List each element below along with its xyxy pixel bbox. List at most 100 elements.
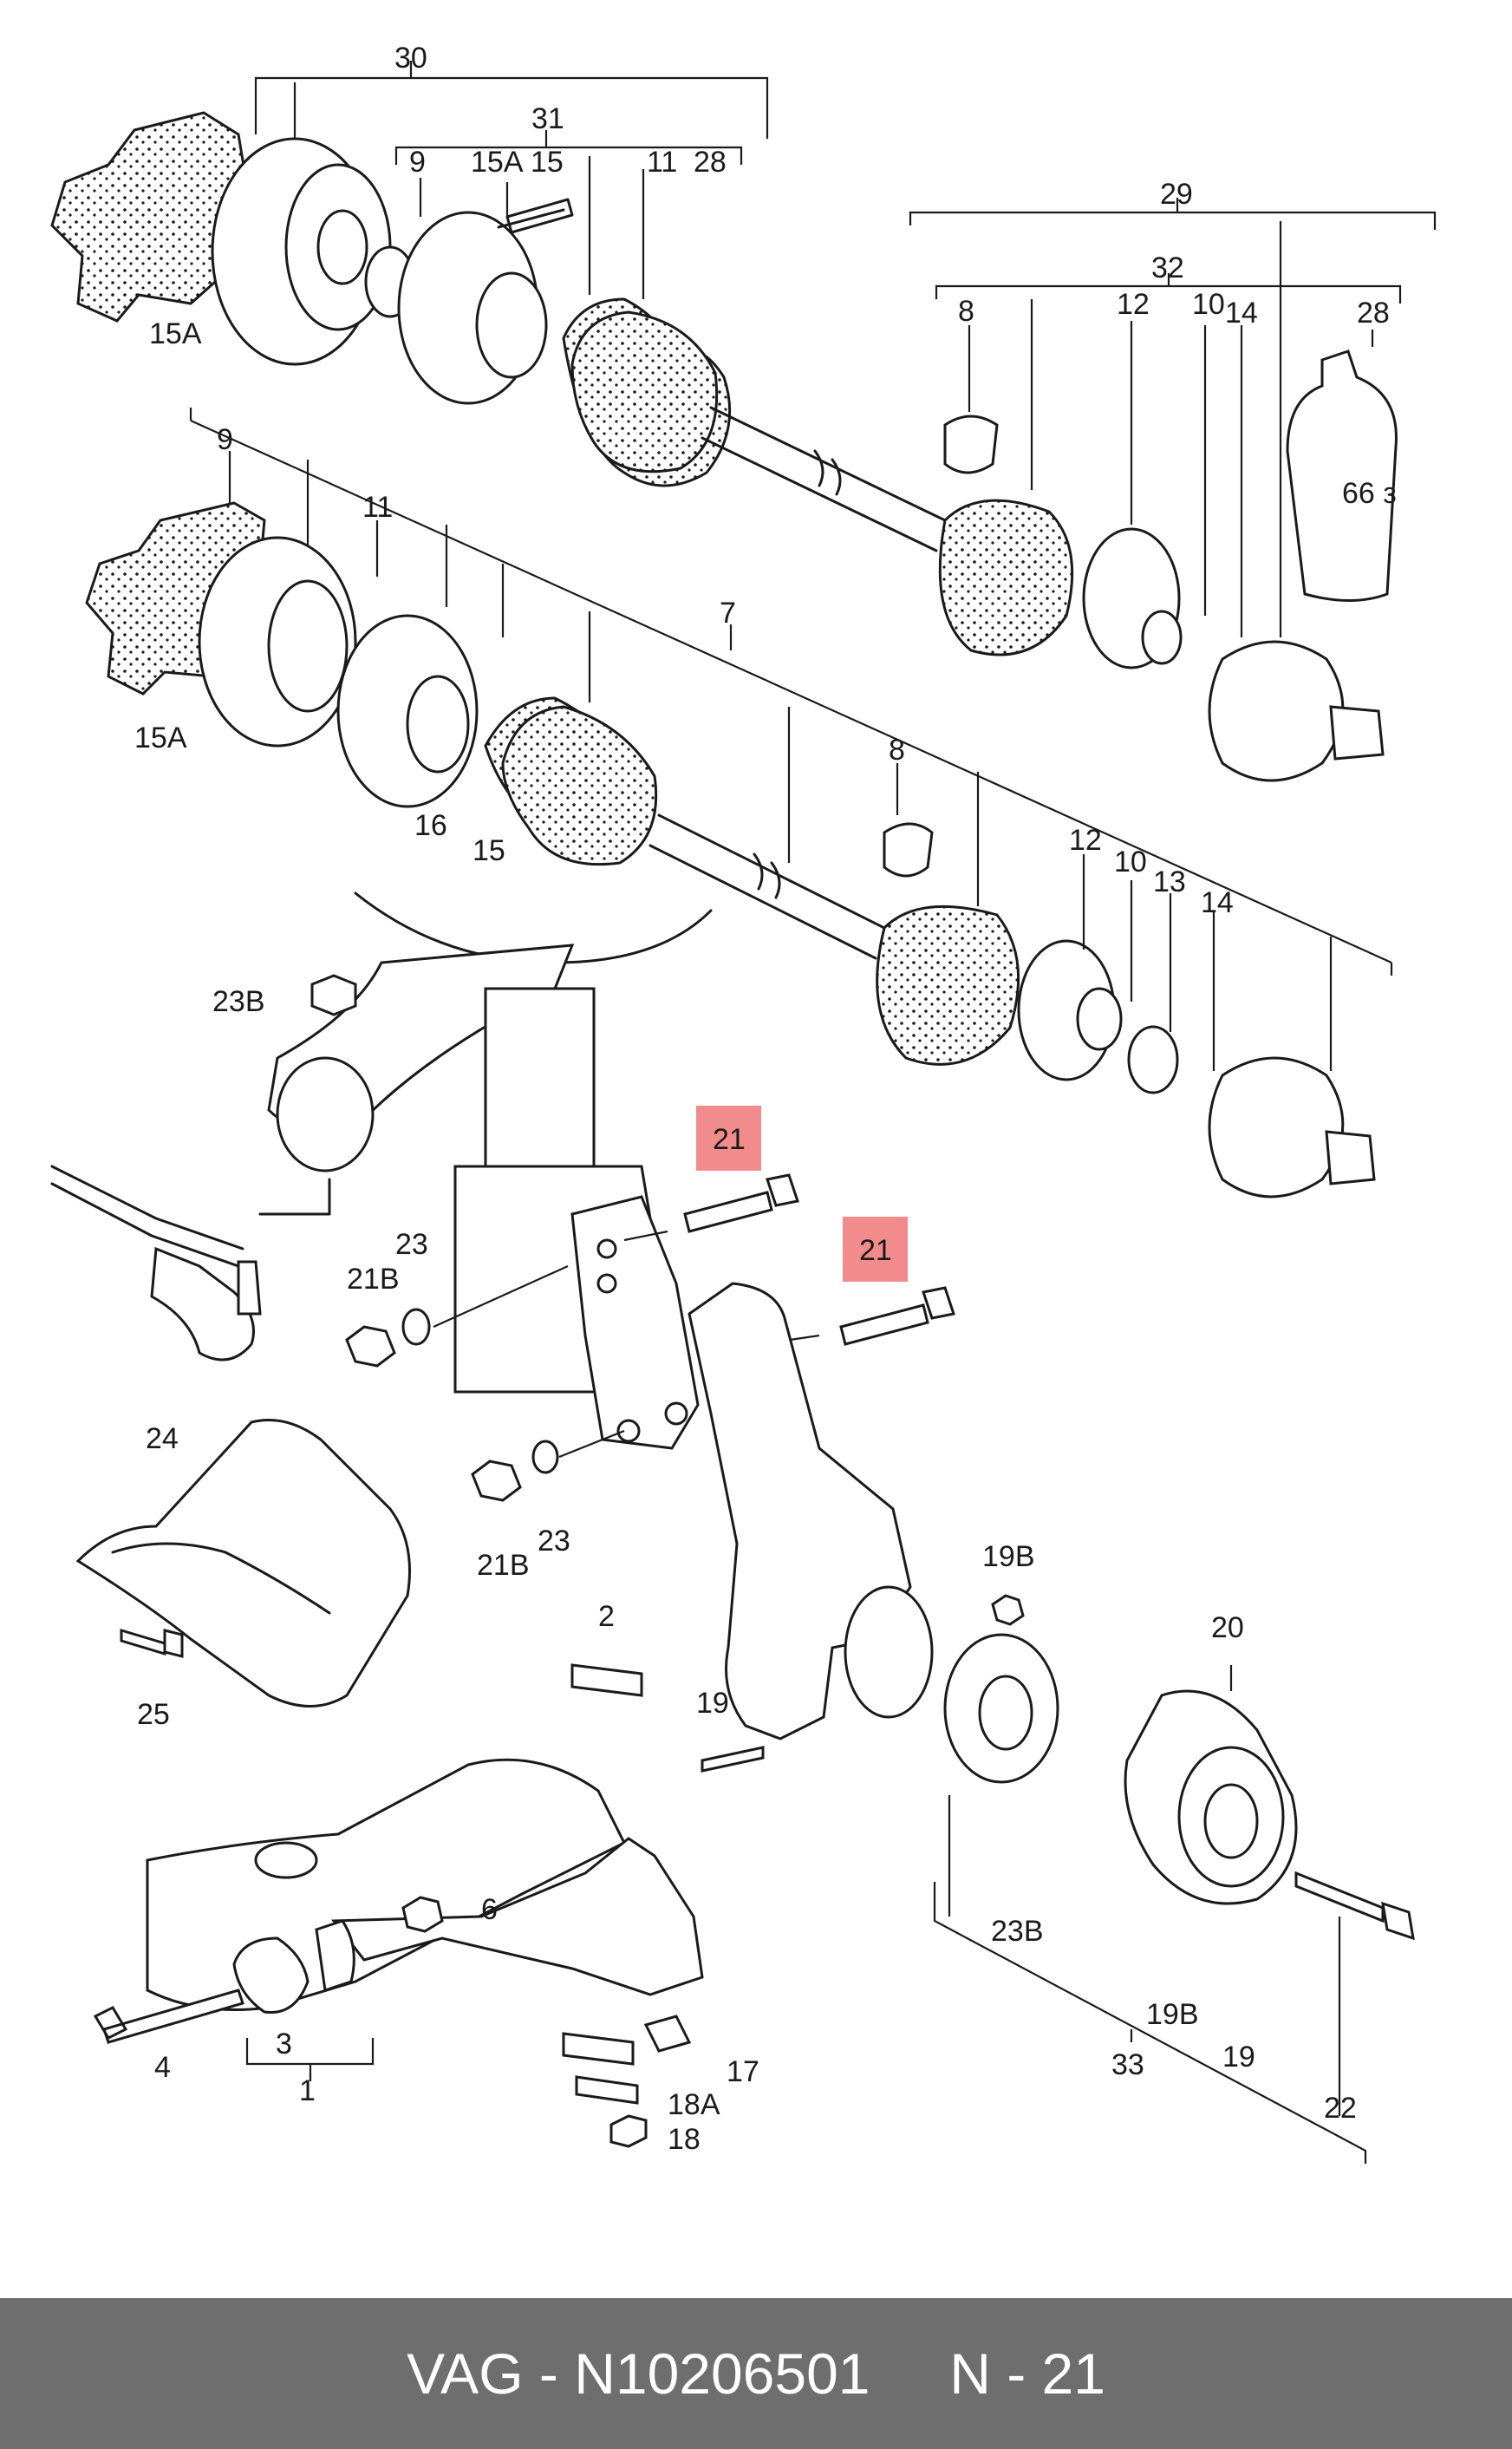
grease-tube-label: 66 з: [1342, 477, 1397, 510]
nut-17: [643, 2015, 692, 2053]
bushing-1: [315, 1919, 355, 1992]
part-labels: 30 31 29 32 9 15A 15 11 28 15A 8 12 10 1…: [134, 42, 1390, 2156]
lower-control-arm: [331, 1837, 704, 1996]
nut-21B-lower: [471, 1460, 522, 1502]
label-4: 4: [154, 2051, 171, 2084]
clamp-8-middle: [883, 822, 934, 878]
label-30: 30: [394, 42, 427, 75]
label-19B-upper: 19B: [982, 1540, 1035, 1573]
label-15-middle: 15: [472, 834, 505, 867]
label-23B-upper: 23B: [212, 985, 265, 1018]
label-11-middle: 11: [362, 491, 393, 524]
label-15A-left: 15A: [149, 317, 202, 350]
label-8-upper: 8: [958, 295, 974, 328]
lower-subframe: [146, 1758, 627, 2011]
wheel-bolt-22: [1294, 1871, 1415, 1941]
label-14-upper: 14: [1225, 297, 1258, 330]
strut-assembly: [50, 891, 713, 1502]
label-21B-lower: 21B: [477, 1549, 530, 1582]
strut-bracket: [570, 1195, 700, 1450]
middle-joint-boot-right: [876, 904, 1020, 1066]
middle-outer-cv-joint: [1208, 1056, 1345, 1198]
ball-stud: [237, 1260, 262, 1316]
label-15-upper: 15: [531, 146, 564, 179]
ball-joint-bracket-2: [570, 1663, 643, 1697]
upper-outer-cv-joint: [1208, 640, 1345, 782]
plate-18A: [562, 2032, 639, 2105]
upper-brackets: [254, 61, 1437, 637]
highlight-21-lower: [843, 1217, 908, 1282]
grease-tube: [1286, 349, 1398, 602]
upper-shaft: [701, 406, 947, 552]
label-19-upper: 19: [696, 1687, 729, 1720]
bolt-4: [93, 1989, 244, 2044]
upper-bolt-15: [497, 198, 574, 234]
upper-driveshaft-assembly: 66 з: [50, 111, 1398, 782]
label-33: 33: [1111, 2048, 1144, 2081]
label-23B-lower: 23B: [991, 1915, 1044, 1948]
label-23-left: 23: [395, 1228, 428, 1261]
label-10-upper: 10: [1192, 288, 1225, 321]
label-12-upper: 12: [1117, 288, 1150, 321]
label-11-upper: 11: [647, 146, 677, 179]
label-28-tube: 28: [1357, 297, 1390, 330]
upper-outer-boot: [570, 310, 719, 473]
label-3: 3: [276, 2028, 292, 2060]
nut-6: [401, 1896, 444, 1933]
label-31: 31: [531, 102, 564, 135]
label-15A-middle: 15A: [134, 722, 187, 754]
label-16: 16: [414, 809, 447, 842]
label-6: 6: [481, 1893, 498, 1926]
label-21-lower: 21: [859, 1234, 892, 1267]
label-19B-lower: 19B: [1146, 1998, 1199, 2031]
label-21B-left: 21B: [347, 1263, 400, 1296]
part-number-caption: VAG - N10206501 N - 21: [407, 2341, 1105, 2406]
label-13: 13: [1153, 865, 1186, 898]
heat-shield-group: [75, 1419, 411, 1708]
label-9-upper: 9: [409, 146, 426, 179]
highlight-21-upper: [696, 1106, 761, 1171]
upper-joint-boot-right: [938, 499, 1074, 656]
label-14-middle: 14: [1201, 886, 1234, 919]
tie-rod: [50, 1165, 244, 1268]
label-2: 2: [598, 1600, 615, 1633]
exploded-parts-diagram: 66 з: [50, 42, 1437, 2164]
label-8-middle: 8: [889, 734, 905, 767]
label-24: 24: [146, 1422, 179, 1455]
label-1: 1: [299, 2074, 316, 2107]
label-9-middle: 9: [217, 423, 233, 456]
label-17: 17: [727, 2055, 759, 2088]
label-12-middle: 12: [1069, 824, 1102, 857]
label-15A-upper: 15A: [471, 146, 524, 179]
label-21-upper: 21: [713, 1123, 746, 1156]
nut-23B-top: [310, 974, 357, 1016]
label-19-lower: 19: [1222, 2041, 1255, 2073]
label-7: 7: [720, 597, 736, 630]
clamp-8-upper: [943, 415, 999, 474]
label-10-middle: 10: [1114, 846, 1147, 878]
middle-outer-boot: [501, 705, 658, 866]
label-25: 25: [137, 1698, 170, 1731]
middle-circlip: [1127, 1025, 1179, 1094]
label-23-lower: 23: [538, 1525, 570, 1558]
label-18A: 18A: [668, 2088, 720, 2121]
bushing-3: [232, 1936, 310, 2015]
washer-23-lower: [531, 1440, 559, 1474]
nut-19B: [991, 1594, 1025, 1626]
bolt-21-upper: [683, 1173, 799, 1233]
lower-brackets: [245, 1665, 1367, 2164]
nut-21B-left: [345, 1325, 396, 1368]
label-29: 29: [1160, 178, 1193, 211]
label-22: 22: [1324, 2092, 1357, 2125]
knuckle-hub-group: [688, 1282, 1415, 1941]
bolt-21-lower: [839, 1286, 955, 1346]
footer-bar: VAG - N10206501 N - 21: [0, 2298, 1512, 2449]
bolt-25: [120, 1628, 184, 1658]
label-28-upper: 28: [694, 146, 727, 179]
bolt-19: [701, 1746, 765, 1773]
label-18: 18: [668, 2123, 701, 2156]
washer-23-left: [401, 1308, 431, 1346]
middle-driveshaft-assembly: [85, 408, 1393, 1198]
label-32: 32: [1151, 251, 1184, 284]
bolts-21: [623, 1173, 955, 1355]
